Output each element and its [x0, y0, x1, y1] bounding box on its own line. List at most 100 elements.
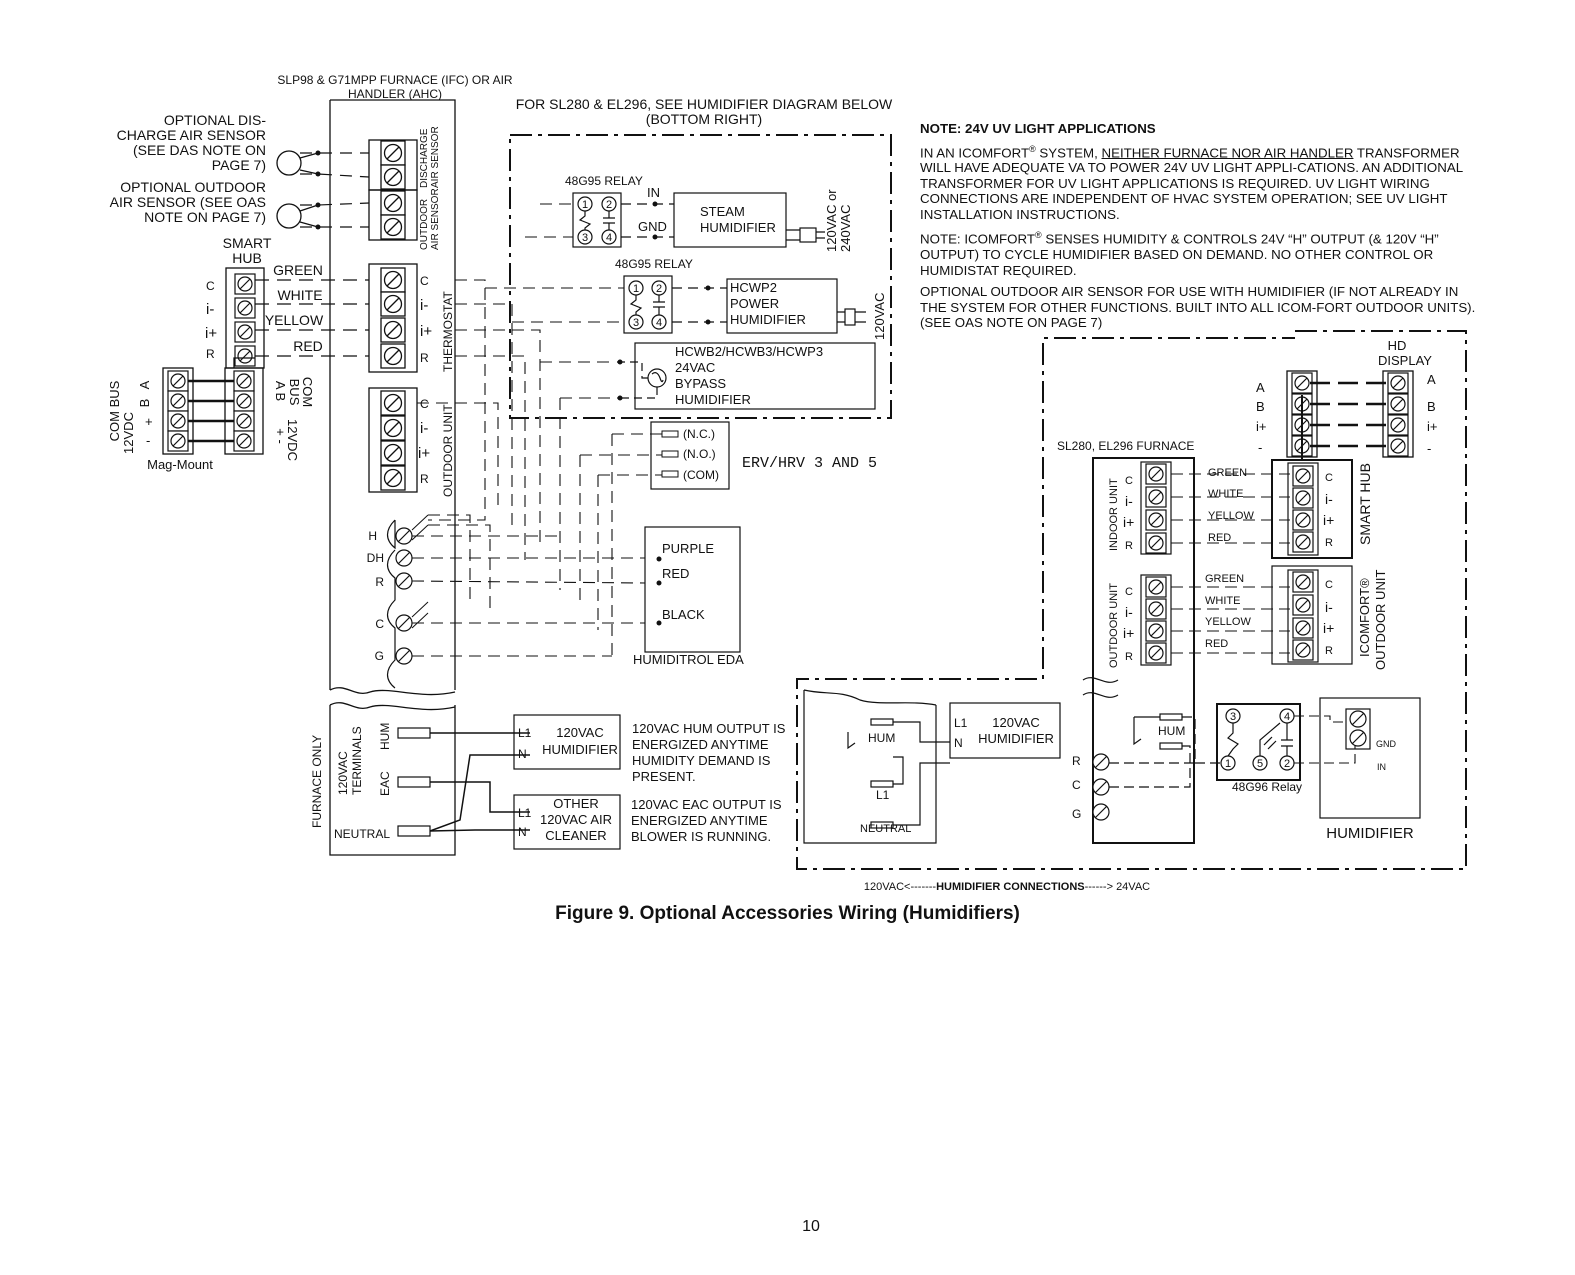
- sl-i-iplus: i+: [1123, 514, 1134, 530]
- sl-r: R: [1072, 754, 1081, 768]
- sl-indoor-unit: INDOOR UNIT: [1108, 478, 1120, 551]
- mm-right-pm: + -: [273, 428, 288, 444]
- terminals-label-1: 120VAC: [336, 751, 350, 795]
- hcwp2-l1: HCWP2: [730, 280, 777, 295]
- sl-o-w-red: RED: [1205, 638, 1228, 650]
- mm-minus: -: [146, 433, 150, 448]
- smarthub-to-thermostat-wires: [255, 279, 369, 357]
- od-label-i-plus: i+: [418, 445, 430, 462]
- smarthub-left-terminals: [225, 267, 265, 369]
- ifc-title-line2: HANDLER (AHC): [348, 87, 442, 101]
- sensor-wires: [299, 152, 370, 228]
- sl-indoor-terminals: [1140, 461, 1172, 666]
- sl-o-w-white: WHITE: [1205, 595, 1240, 607]
- eac-120-box: [513, 794, 621, 850]
- mm-right-12vdc: 12VDC: [285, 419, 300, 461]
- r48-n1: 1: [1225, 758, 1231, 770]
- hd-wires: [1310, 381, 1390, 448]
- humidifier-terminals: [386, 514, 429, 689]
- relay1-n1: 1: [582, 199, 588, 211]
- shl-i-plus: i+: [205, 325, 217, 342]
- erv-nc: (N.C.): [683, 427, 715, 441]
- r48-n5: 5: [1257, 758, 1263, 770]
- icomfort-od-box: [1271, 565, 1353, 665]
- sl-furnace-label: SL280, EL296 FURNACE: [1057, 439, 1194, 453]
- eac-120-l1: L1: [518, 806, 532, 820]
- relay1-n3: 3: [582, 232, 588, 244]
- das-text-3: (SEE DAS NOTE ON: [133, 142, 266, 158]
- das-sensor-icon: [276, 150, 302, 229]
- erv-terminals: [661, 430, 679, 478]
- outdoor-unit-terminals: [368, 387, 418, 493]
- bypass-l4: HUMIDIFIER: [675, 392, 751, 407]
- sl-o-w-yellow: YELLOW: [1205, 616, 1251, 628]
- humiditrol-purple: PURPLE: [662, 541, 714, 556]
- icf-pre: NOTE: ICOMFORT: [920, 231, 1035, 247]
- figure-caption: Figure 9. Optional Accessories Wiring (H…: [555, 903, 1020, 924]
- ico-iplus: i+: [1323, 620, 1334, 636]
- hd-left-iplus: i+: [1256, 419, 1266, 434]
- oas-note-text: OPTIONAL OUTDOOR AIR SENSOR FOR USE WITH…: [920, 284, 1476, 331]
- steam-plug: [786, 227, 825, 243]
- conn-bold: HUMIDIFIER CONNECTIONS: [936, 881, 1085, 893]
- hd-left-minus: -: [1258, 440, 1262, 455]
- uv-mid: SYSTEM,: [1035, 144, 1102, 160]
- smarthub-left-title-2: HUB: [232, 250, 262, 266]
- sensor-wire-dots: [315, 150, 321, 230]
- discharge-label-2: AIR SENSOR: [430, 126, 441, 188]
- oas-text-3: NOTE ON PAGE 7): [144, 209, 266, 225]
- smarthub-right-terminals: [1287, 462, 1319, 663]
- eac-name1: OTHER: [553, 796, 599, 811]
- relay1-in: IN: [647, 185, 660, 200]
- left-l1-label: L1: [876, 788, 890, 802]
- relay2-wires: [672, 287, 727, 323]
- icomfort-label-1: ICOMFORT®: [1357, 578, 1372, 657]
- shr-iminus: i-: [1325, 491, 1333, 507]
- hcwp2-volt: 120VAC: [872, 293, 887, 340]
- sl-to-hub-wires: [1171, 473, 1290, 654]
- sl-i-iminus: i-: [1125, 493, 1133, 509]
- smarthub-right-box: [1271, 459, 1353, 559]
- mm-b: B: [137, 399, 152, 408]
- sl-i-r: R: [1125, 540, 1133, 552]
- ac-terminals: [397, 727, 431, 837]
- steam-volt-1: 120VAC or: [824, 189, 839, 252]
- hd-b: B: [1427, 399, 1436, 414]
- relay2-n4: 4: [656, 317, 662, 329]
- mm-a: A: [137, 380, 152, 389]
- magmount-wires: [188, 357, 255, 443]
- shl-wire-green: GREEN: [273, 262, 323, 278]
- magmount-name: Mag-Mount: [147, 457, 213, 472]
- icomfort-note-text: NOTE: ICOMFORT® SENSES HUMIDITY & CONTRO…: [920, 228, 1480, 278]
- hd-iplus: i+: [1427, 419, 1437, 434]
- sl-w-red: RED: [1208, 532, 1231, 544]
- das-text-4: PAGE 7): [212, 157, 266, 173]
- relay1-name: 48G95 RELAY: [565, 174, 643, 188]
- sl-o-r: R: [1125, 651, 1133, 663]
- eac-name2: 120VAC AIR: [540, 812, 612, 827]
- r48-n4: 4: [1284, 711, 1290, 723]
- term-dh: DH: [367, 551, 384, 565]
- shr-c: C: [1325, 472, 1333, 484]
- hum-120-name1: 120VAC: [556, 725, 603, 740]
- sl-dashed-box: [509, 134, 892, 419]
- relay2-n3: 3: [633, 317, 639, 329]
- humidifier-label: HUMIDIFIER: [1326, 825, 1414, 842]
- notes-block: NOTE: 24V UV LIGHT APPLICATIONS IN AN IC…: [920, 121, 1480, 337]
- hd-a: A: [1427, 372, 1436, 387]
- rb-l1: L1: [954, 716, 968, 730]
- humidifier-box: [1319, 697, 1421, 819]
- shl-r: R: [206, 347, 215, 361]
- ifc-board: [329, 99, 456, 856]
- discharge-label-1: DISCHARGE: [419, 128, 430, 188]
- shl-wire-red: RED: [293, 338, 323, 354]
- das-text-1: OPTIONAL DIS-: [164, 112, 267, 128]
- shr-iplus: i+: [1323, 512, 1334, 528]
- icf-rest: SENSES HUMIDITY & CONTROLS 24V “H” OUTPU…: [920, 231, 1439, 278]
- steam-volt-2: 240VAC: [838, 205, 853, 252]
- hum-note-1: 120VAC HUM OUTPUT IS: [632, 721, 786, 736]
- eac-note-2: ENERGIZED ANYTIME: [631, 813, 768, 828]
- uv-note-title: NOTE: 24V UV LIGHT APPLICATIONS: [920, 121, 1156, 136]
- erv-no: (N.O.): [683, 447, 716, 461]
- sl-w-yellow: YELLOW: [1208, 510, 1254, 522]
